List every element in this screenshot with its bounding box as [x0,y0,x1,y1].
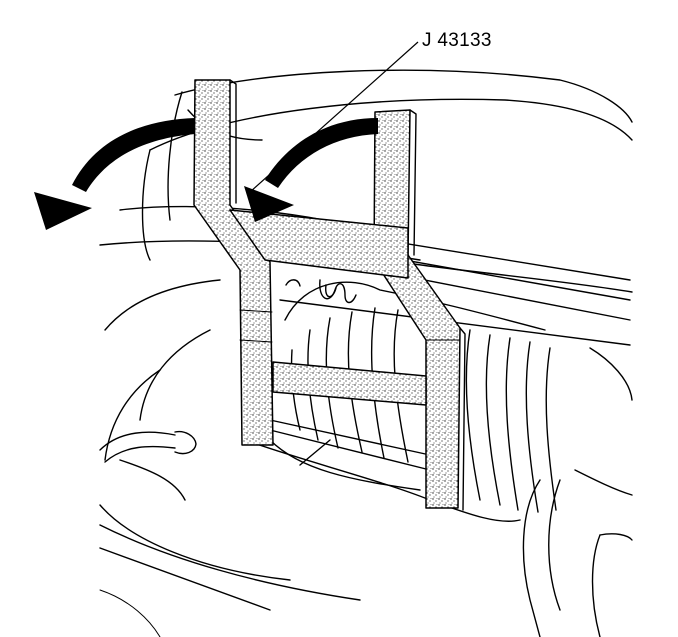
right-rotation-arrow [265,118,378,188]
callout-leader-line [249,41,419,193]
trunk-background [99,69,633,611]
tool-left-arm [193,79,274,446]
tool-right-arm [373,109,461,509]
rotation-arrows [34,118,378,230]
tool-lower-crossbar [272,361,427,406]
tool-upper-crossbar [229,209,409,279]
fuel-tank [269,281,633,637]
j43133-tool [193,79,466,511]
left-rotation-arrow [72,118,195,192]
tool-callout-label: J 43133 [422,30,492,51]
